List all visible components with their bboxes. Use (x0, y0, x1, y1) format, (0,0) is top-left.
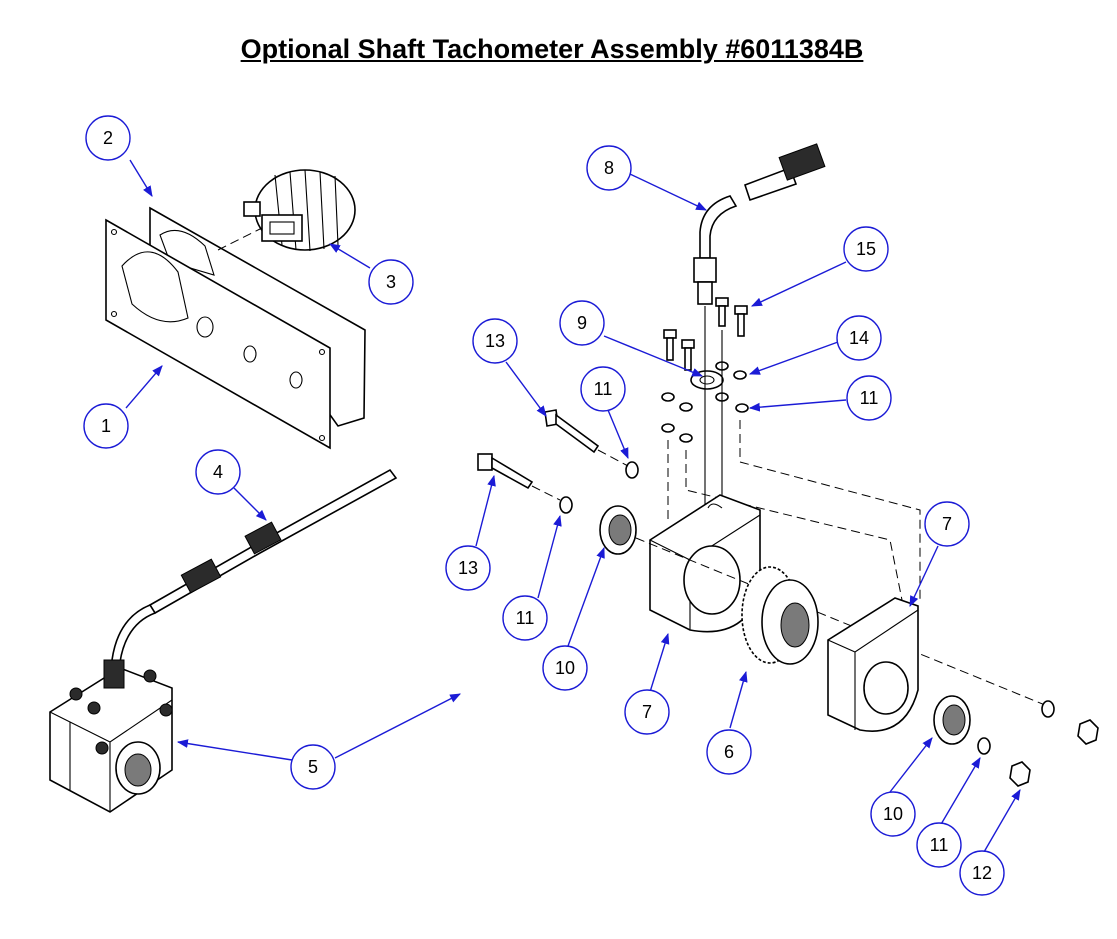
part-3-tach-gauge (217, 169, 356, 252)
svg-text:11: 11 (860, 388, 879, 408)
callout-5: 5 (290, 744, 336, 790)
callout-7-left: 7 (624, 689, 670, 735)
part-4-wire-harness (111, 468, 398, 663)
svg-text:10: 10 (555, 658, 575, 678)
svg-text:9: 9 (577, 313, 587, 333)
callout-13-lower: 13 (445, 545, 491, 591)
part-13-bolt-upper (544, 409, 639, 479)
svg-text:12: 12 (972, 863, 992, 883)
svg-text:7: 7 (642, 702, 652, 722)
callout-10-left: 10 (542, 645, 588, 691)
svg-text:7: 7 (942, 514, 952, 534)
part-8-speed-sensor (693, 143, 826, 305)
part-6-gear (741, 566, 819, 665)
svg-text:8: 8 (604, 158, 614, 178)
part-5-sensor-housing (49, 659, 173, 813)
callout-15: 15 (843, 226, 889, 272)
callout-11-lower: 11 (502, 595, 548, 641)
svg-text:3: 3 (386, 272, 396, 292)
callout-2: 2 (85, 115, 131, 161)
callout-7-right: 7 (924, 501, 970, 547)
part-1-panel (105, 218, 331, 450)
part-10-bearing-left (599, 505, 637, 555)
callout-12: 12 (959, 850, 1005, 896)
svg-text:11: 11 (930, 835, 949, 855)
diagram-title: Optional Shaft Tachometer Assembly #6011… (240, 34, 864, 64)
part-11-washers-right (977, 700, 1055, 755)
callout-1: 1 (83, 403, 129, 449)
callout-10-right: 10 (870, 791, 916, 837)
svg-text:6: 6 (724, 742, 734, 762)
svg-text:4: 4 (213, 462, 223, 482)
svg-text:10: 10 (883, 804, 903, 824)
callout-11-top-right: 11 (846, 375, 892, 421)
callout-13-upper: 13 (472, 318, 518, 364)
svg-text:15: 15 (856, 239, 876, 259)
callout-9: 9 (559, 300, 605, 346)
svg-text:2: 2 (103, 128, 113, 148)
svg-text:1: 1 (101, 416, 111, 436)
callout-11-bottom-right: 11 (916, 822, 962, 868)
callout-11-upper: 11 (580, 366, 626, 412)
part-12-nuts (1009, 719, 1099, 787)
svg-text:13: 13 (458, 558, 478, 578)
assembly-centerlines (667, 306, 921, 601)
callout-4: 4 (195, 449, 241, 495)
callout-6: 6 (706, 729, 752, 775)
svg-text:14: 14 (849, 328, 869, 348)
part-15-bolts (663, 297, 748, 371)
svg-text:11: 11 (594, 379, 613, 399)
svg-text:5: 5 (308, 757, 318, 777)
callout-3: 3 (368, 259, 414, 305)
svg-text:11: 11 (516, 608, 535, 628)
part-10-bearing-right (933, 695, 971, 745)
part-7-block-right (827, 597, 919, 732)
callout-14: 14 (836, 315, 882, 361)
part-13-bolt-lower (477, 453, 573, 514)
callout-8: 8 (586, 145, 632, 191)
part-7-block-left (635, 494, 1046, 706)
callout-leaders (125, 159, 1021, 853)
svg-text:13: 13 (485, 331, 505, 351)
